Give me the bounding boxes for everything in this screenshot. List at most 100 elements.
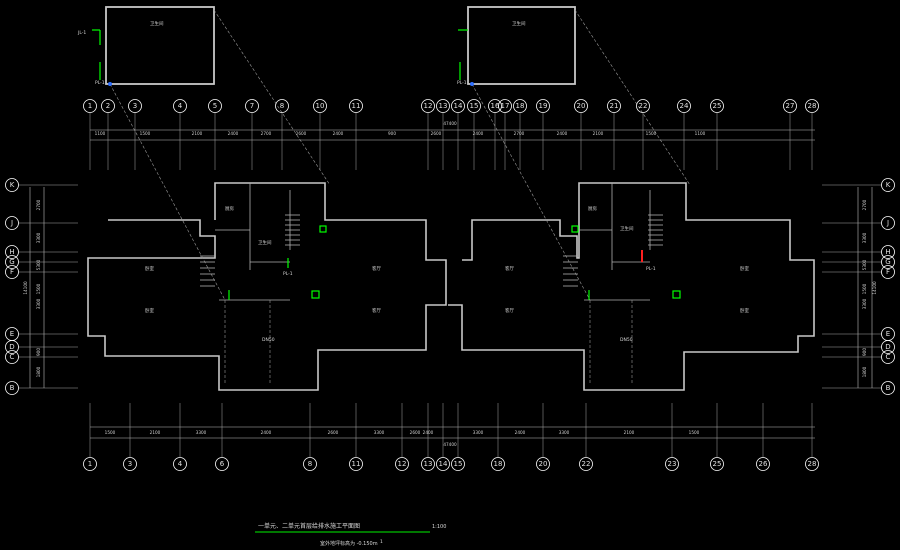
title-block: 一单元、二单元首层给排水施工平面图 1:100 室外地坪标高为 -0.150m … xyxy=(255,522,446,547)
top-axis-bubble-19-label: 19 xyxy=(539,102,548,110)
bottom-axis-bubble-1-circle xyxy=(83,457,97,471)
left-axis-bubble-G-circle xyxy=(5,255,19,269)
right-axis-bubble-J-circle xyxy=(881,216,895,230)
top-axis-bubble-10-label: 10 xyxy=(316,102,325,110)
top-dim-0: 1100 xyxy=(95,131,106,136)
left-axis-bubble-G-label: G xyxy=(9,258,14,266)
bottom-axis-bubble-23-circle xyxy=(665,457,679,471)
left-axis-bubble-H: H xyxy=(5,245,19,259)
left-axis-bubble-B: B xyxy=(5,381,19,395)
top-axis-bubble-25-circle xyxy=(710,99,724,113)
bottom-axis-bubble-3-label: 3 xyxy=(128,460,132,468)
top-dim-total: 47400 xyxy=(443,121,457,126)
top-axis-bubble-16: 16 xyxy=(488,99,502,113)
bottom-axis-bubble-14: 14 xyxy=(436,457,450,471)
bottom-axis-bubble-1-label: 1 xyxy=(88,460,92,468)
left-axis-bubble-D: D xyxy=(5,340,19,354)
top-axis-bubble-21-circle xyxy=(607,99,621,113)
top-dim-7: 900 xyxy=(388,131,396,136)
right-inset-waste-tag: PL-1 xyxy=(457,80,467,86)
top-axis-bubble-28: 28 xyxy=(805,99,819,113)
top-axis-bubble-8-circle xyxy=(275,99,289,113)
sheet-mark: 1 xyxy=(380,539,383,545)
left-floor-drain-tag: DN50 xyxy=(262,337,275,343)
bottom-dim-5: 3300 xyxy=(374,430,385,435)
top-axis-bubble-15-label: 15 xyxy=(470,102,479,110)
right-dim-total: 14100 xyxy=(872,281,877,295)
interior-partitions xyxy=(200,183,663,301)
left-axis-bubble-K-circle xyxy=(5,178,19,192)
left-bath-label: 卫生间 xyxy=(258,239,272,246)
left-axis-bubble-D-label: D xyxy=(9,343,14,351)
bottom-axis-bubble-15: 15 xyxy=(451,457,465,471)
top-axis-bubble-5-label: 5 xyxy=(213,102,217,110)
right-kitchen-label: 厨房 xyxy=(588,205,597,212)
drawing-note: 室外地坪标高为 -0.150m xyxy=(320,540,378,547)
drawing-scale: 1:100 xyxy=(432,524,446,530)
right-bath-label: 卫生间 xyxy=(620,225,634,232)
top-axis-bubble-14-circle xyxy=(451,99,465,113)
plumbing-pipes xyxy=(92,29,681,300)
top-dim-4: 2700 xyxy=(261,131,272,136)
top-axis-bubble-13: 13 xyxy=(436,99,450,113)
top-axis-bubble-8-label: 8 xyxy=(280,102,284,110)
bottom-axis-bubble-12: 12 xyxy=(395,457,409,471)
left-dim-4: 3300 xyxy=(36,298,41,309)
pipe-tags: JL-1 PL-1 PL-1 PL-1 PL-1 DN50 DN50 xyxy=(77,30,656,343)
top-axis-bubble-22-label: 22 xyxy=(639,102,648,110)
top-axis-bubble-14: 14 xyxy=(451,99,465,113)
right-axis-bubble-K-circle xyxy=(881,178,895,192)
bottom-axis-bubble-20-label: 20 xyxy=(539,460,548,468)
top-dim-9: 2400 xyxy=(473,131,484,136)
top-axis-bubble-17-circle xyxy=(498,99,512,113)
top-axis-bubble-12-label: 12 xyxy=(424,102,433,110)
bottom-axis-bubble-28-label: 28 xyxy=(808,460,817,468)
left-axis-bubble-F-label: F xyxy=(10,268,14,276)
top-axis-bubble-4-label: 4 xyxy=(178,102,183,110)
bottom-axis-bubble-15-label: 15 xyxy=(454,460,463,468)
right-axis-bubble-D-label: D xyxy=(885,343,890,351)
right-dim-0: 2700 xyxy=(862,199,867,210)
top-axis-bubble-3-label: 3 xyxy=(133,102,137,110)
bottom-axis-bubble-13-circle xyxy=(421,457,435,471)
bottom-dim-10: 3300 xyxy=(559,430,570,435)
bottom-axis-bubble-11-circle xyxy=(349,457,363,471)
top-axis-bubble-3-circle xyxy=(128,99,142,113)
left-unit-outer-wall xyxy=(87,182,447,391)
right-inset-room-label: 卫生间 xyxy=(512,20,526,27)
right-axis-bubble-C: C xyxy=(881,350,895,364)
bottom-axis-bubble-18: 18 xyxy=(491,457,505,471)
bottom-axis-bubble-20-circle xyxy=(536,457,550,471)
top-axis-bubble-1: 1 xyxy=(83,99,97,113)
top-axis-bubble-20: 20 xyxy=(574,99,588,113)
top-axis-bubble-11-label: 11 xyxy=(352,102,361,110)
bottom-axis-bubble-6-label: 6 xyxy=(220,460,225,468)
bottom-dim-9: 2400 xyxy=(515,430,526,435)
left-inset-room-label: 卫生间 xyxy=(150,20,164,27)
left-inset-supply-tag: JL-1 xyxy=(77,30,86,36)
top-axis-bubble-5: 5 xyxy=(208,99,222,113)
right-axis-bubble-B-label: B xyxy=(886,384,891,392)
right-dim-5: 900 xyxy=(862,348,867,356)
top-axis-bubble-27-label: 27 xyxy=(786,102,795,110)
left-living-label: 客厅 xyxy=(372,265,381,272)
left-dim-1: 3300 xyxy=(36,232,41,243)
top-axis-bubble-16-label: 16 xyxy=(491,102,500,110)
left-axis-bubble-C-circle xyxy=(5,350,19,364)
left-axis-bubble-C-label: C xyxy=(10,353,15,361)
bottom-axis-bubble-25: 25 xyxy=(710,457,724,471)
bottom-axis-bubble-6-circle xyxy=(215,457,229,471)
bottom-axis-bubble-8-circle xyxy=(303,457,317,471)
drawing-title: 一单元、二单元首层给排水施工平面图 xyxy=(258,522,360,530)
bottom-axis-bubble-22-circle xyxy=(579,457,593,471)
left-axis-bubble-F-circle xyxy=(5,265,19,279)
bottom-axis-bubble-26: 26 xyxy=(756,457,770,471)
top-axis-bubble-17: 17 xyxy=(498,99,512,113)
bottom-dim-3: 2400 xyxy=(261,430,272,435)
right-axis-bubble-D-circle xyxy=(881,340,895,354)
top-dim-8: 2600 xyxy=(431,131,442,136)
